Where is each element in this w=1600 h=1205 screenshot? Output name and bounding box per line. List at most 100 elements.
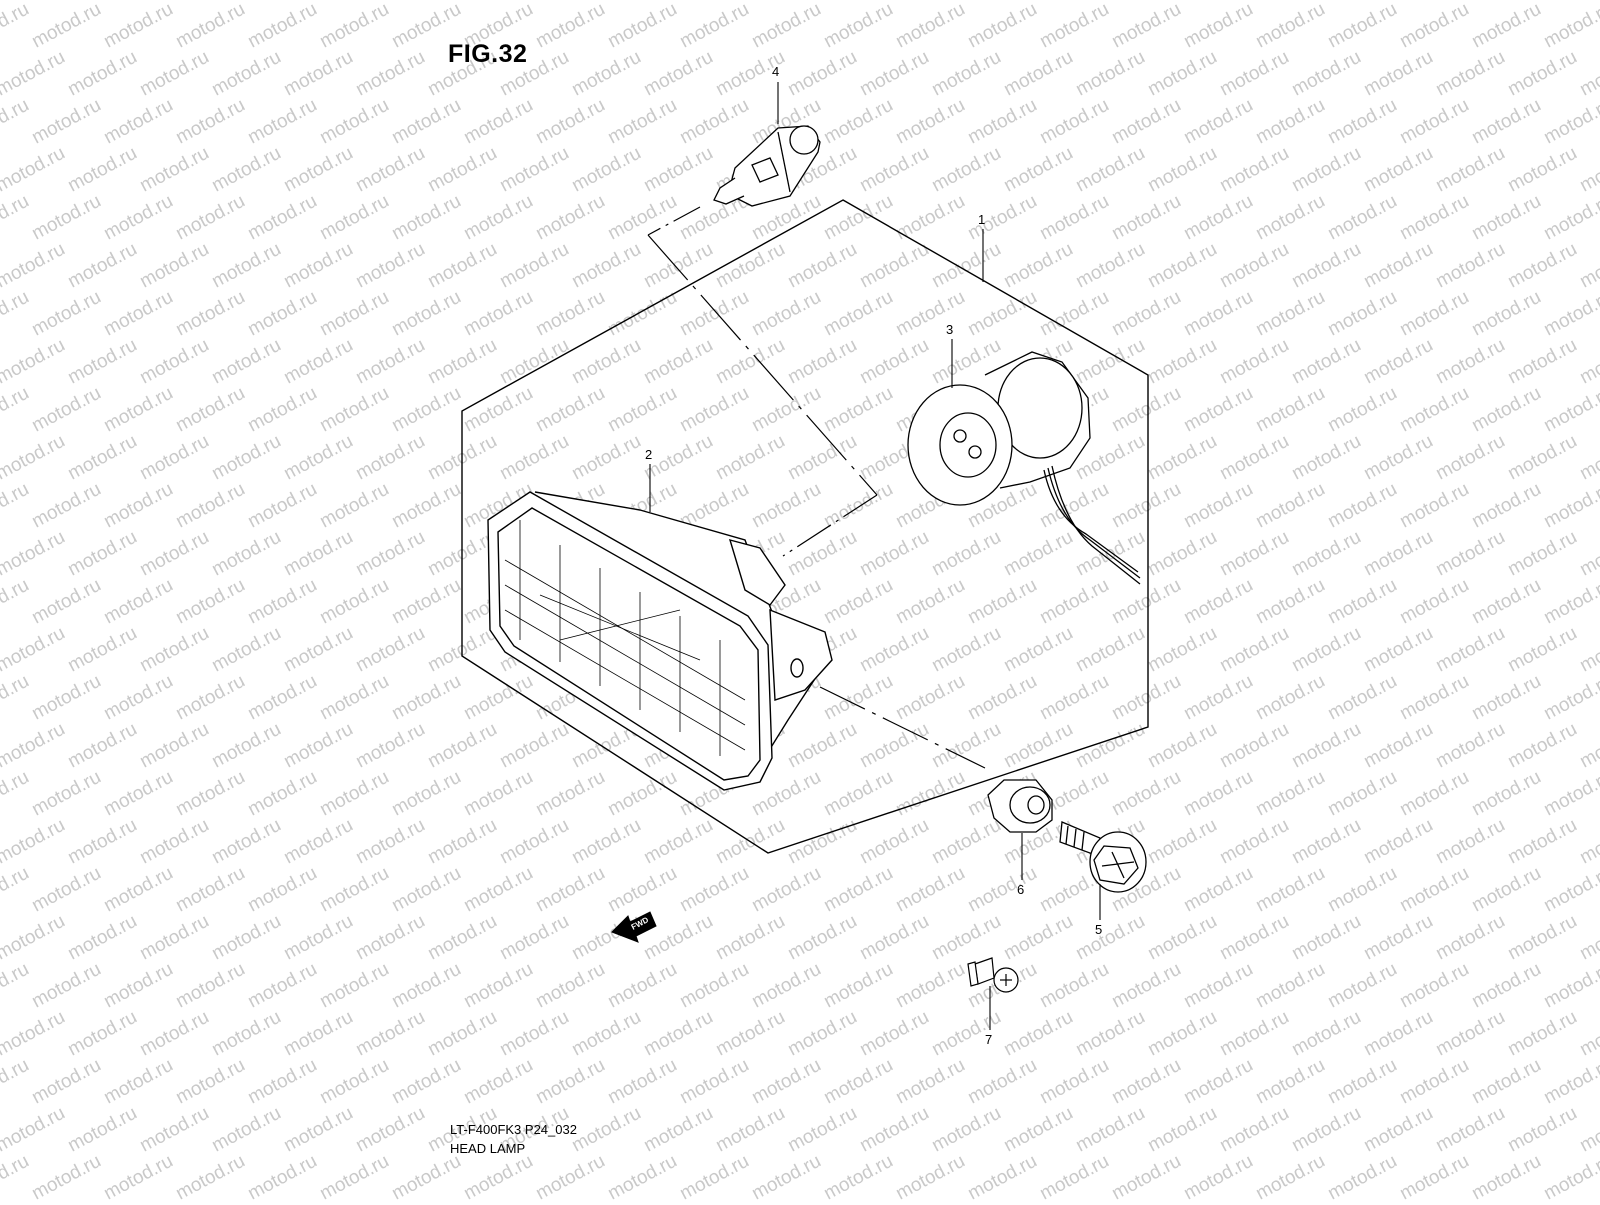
watermark-text: motod.ru <box>640 143 716 197</box>
watermark-text: motod.ru <box>172 863 248 917</box>
watermark-text: motod.ru <box>820 671 896 725</box>
watermark-text: motod.ru <box>676 959 752 1013</box>
watermark-text: motod.ru <box>964 671 1040 725</box>
watermark-text: motod.ru <box>1216 1103 1292 1157</box>
watermark-text: motod.ru <box>532 1151 608 1200</box>
watermark-text: motod.ru <box>784 239 860 293</box>
watermark-text: motod.ru <box>208 719 284 773</box>
watermark-text: motod.ru <box>1540 95 1600 149</box>
watermark-text: motod.ru <box>892 95 968 149</box>
watermark-text: motod.ru <box>1468 863 1544 917</box>
watermark-text: motod.ru <box>892 767 968 821</box>
watermark-text: motod.ru <box>100 95 176 149</box>
watermark-text: motod.ru <box>1252 191 1328 245</box>
watermark-text: motod.ru <box>352 0 428 4</box>
watermark-text: motod.ru <box>100 479 176 533</box>
watermark-text: motod.ru <box>856 1007 932 1061</box>
watermark-text: motod.ru <box>1432 1103 1508 1157</box>
watermark-text: motod.ru <box>1288 1103 1364 1157</box>
watermark-text: motod.ru <box>928 911 1004 965</box>
watermark-text: motod.ru <box>0 719 69 773</box>
watermark-text: motod.ru <box>532 383 608 437</box>
callout-1: 1 <box>978 212 985 227</box>
watermark-text: motod.ru <box>0 671 33 725</box>
watermark-text: motod.ru <box>1396 959 1472 1013</box>
watermark-text: motod.ru <box>172 575 248 629</box>
watermark-text: motod.ru <box>640 0 716 4</box>
watermark-text: motod.ru <box>136 719 212 773</box>
watermark-text: motod.ru <box>1360 239 1436 293</box>
watermark-text: motod.ru <box>64 431 140 485</box>
watermark-text: motod.ru <box>1468 671 1544 725</box>
watermark-text: motod.ru <box>172 959 248 1013</box>
watermark-text: motod.ru <box>0 191 33 245</box>
watermark-text: motod.ru <box>1504 1007 1580 1061</box>
watermark-text: motod.ru <box>352 719 428 773</box>
watermark-text: motod.ru <box>1288 719 1364 773</box>
watermark-text: motod.ru <box>1360 0 1436 4</box>
watermark-text: motod.ru <box>496 431 572 485</box>
watermark-text: motod.ru <box>1468 191 1544 245</box>
watermark-text: motod.ru <box>856 1103 932 1157</box>
watermark-text: motod.ru <box>1036 671 1112 725</box>
watermark-text: motod.ru <box>1252 575 1328 629</box>
watermark-text: motod.ru <box>388 959 464 1013</box>
watermark-text: motod.ru <box>460 1055 536 1109</box>
watermark-text: motod.ru <box>244 767 320 821</box>
watermark-text: motod.ru <box>1144 335 1220 389</box>
watermark-text: motod.ru <box>1180 0 1256 52</box>
watermark-text: motod.ru <box>892 959 968 1013</box>
watermark-text: motod.ru <box>100 863 176 917</box>
watermark-text: motod.ru <box>1036 0 1112 52</box>
watermark-text: motod.ru <box>1180 479 1256 533</box>
watermark-text: motod.ru <box>1216 143 1292 197</box>
watermark-text: motod.ru <box>892 575 968 629</box>
watermark-text: motod.ru <box>1324 479 1400 533</box>
watermark-text: motod.ru <box>676 0 752 52</box>
watermark-text: motod.ru <box>1324 287 1400 341</box>
watermark-text: motod.ru <box>1360 335 1436 389</box>
watermark-text: motod.ru <box>712 431 788 485</box>
watermark-text: motod.ru <box>1000 47 1076 101</box>
watermark-text: motod.ru <box>208 143 284 197</box>
watermark-text: motod.ru <box>856 335 932 389</box>
watermark-text: motod.ru <box>784 431 860 485</box>
watermark-text: motod.ru <box>352 1103 428 1157</box>
watermark-text: motod.ru <box>316 1055 392 1109</box>
watermark-text: motod.ru <box>0 1055 33 1109</box>
watermark-text: motod.ru <box>244 671 320 725</box>
watermark-text: motod.ru <box>892 1151 968 1200</box>
watermark-text: motod.ru <box>1036 191 1112 245</box>
watermark-text: motod.ru <box>496 815 572 869</box>
watermark-text: motod.ru <box>352 911 428 965</box>
watermark-text: motod.ru <box>1396 0 1472 52</box>
watermark-text: motod.ru <box>1180 191 1256 245</box>
watermark-text: motod.ru <box>892 287 968 341</box>
watermark-text: motod.ru <box>820 575 896 629</box>
watermark-text: motod.ru <box>1252 287 1328 341</box>
watermark-text: motod.ru <box>892 0 968 52</box>
watermark-text: motod.ru <box>0 47 69 101</box>
watermark-text: motod.ru <box>1108 767 1184 821</box>
watermark-text: motod.ru <box>28 863 104 917</box>
watermark-text: motod.ru <box>208 431 284 485</box>
watermark-text: motod.ru <box>316 959 392 1013</box>
watermark-text: motod.ru <box>1396 575 1472 629</box>
watermark-text: motod.ru <box>1468 575 1544 629</box>
watermark-text: motod.ru <box>1072 1007 1148 1061</box>
watermark-text: motod.ru <box>388 863 464 917</box>
watermark-text: motod.ru <box>244 287 320 341</box>
watermark-text: motod.ru <box>1000 527 1076 581</box>
watermark-text: motod.ru <box>0 623 69 677</box>
watermark-text: motod.ru <box>1540 959 1600 1013</box>
watermark-text: motod.ru <box>1000 143 1076 197</box>
watermark-text: motod.ru <box>1432 1007 1508 1061</box>
watermark-text: motod.ru <box>1036 1151 1112 1200</box>
watermark-text: motod.ru <box>1144 1007 1220 1061</box>
watermark-text: motod.ru <box>424 239 500 293</box>
watermark-text: motod.ru <box>820 1151 896 1200</box>
watermark-text: motod.ru <box>1324 95 1400 149</box>
watermark-text: motod.ru <box>856 719 932 773</box>
watermark-text: motod.ru <box>388 1055 464 1109</box>
watermark-text: motod.ru <box>1540 1055 1600 1109</box>
